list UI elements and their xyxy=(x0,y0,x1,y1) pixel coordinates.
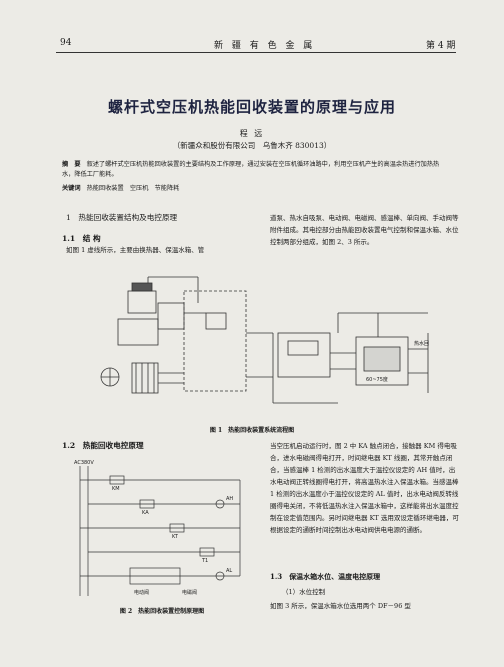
affiliation: （新疆众和股份有限公司 乌鲁木齐 830013） xyxy=(172,141,332,150)
section-1-1-heading: 1.1 结 构 xyxy=(62,234,101,243)
keywords-text: 热能回收装置 空压机 节能降耗 xyxy=(86,185,180,192)
figure-2-caption: 图 2 热能回收装置控制原理图 xyxy=(119,608,205,615)
author: 程 远 xyxy=(239,129,265,138)
figure-2-label-t1: T1 xyxy=(201,558,208,564)
figure-2-label-kt: KT xyxy=(172,534,179,540)
figure-2-label-km: KM xyxy=(112,486,120,492)
figure-1-caption: 图 1 热能回收装置系统流程图 xyxy=(209,427,295,434)
issue-number: 第 4 期 xyxy=(426,41,456,51)
figure-1-diagram: 热水回 60~75度 xyxy=(100,276,429,404)
paragraph-right-1: 道泵、热水自吸泵、电动阀、电磁阀、感温棒、单向阀、手动阀等附件组成。其电控部分由… xyxy=(270,214,459,246)
figure-1-label-return: 热水回 xyxy=(414,340,429,347)
abstract-text: 叙述了螺杆式空压机热能回收装置的主要结构及工作原理，通过安装在空压机循环油路中，… xyxy=(62,161,440,178)
figure-2-label-solenoid-valve: 电磁阀 xyxy=(182,589,197,596)
figure-1-label-temp: 60~75度 xyxy=(366,376,388,383)
header-rule xyxy=(56,52,456,53)
section-1-heading: 1 热能回收装置结构及电控原理 xyxy=(66,213,178,222)
figure-2-label-supply: AC380V xyxy=(74,460,94,466)
paragraph-left-1: 如图 1 虚线所示，主要由换热器、保温水箱、管 xyxy=(66,246,205,254)
figure-2-diagram: AC380V KM KA KT T1 AH AL 电动阀 电磁阀 xyxy=(74,460,241,596)
keywords: 关键词热能回收装置 空压机 节能降耗 xyxy=(62,183,448,192)
paper-title: 螺杆式空压机热能回收装置的原理与应用 xyxy=(107,98,396,116)
figure-2-label-ka: KA xyxy=(142,510,149,516)
paragraph-right-3: 如图 3 所示，保温水箱水位选用两个 DF－96 型 xyxy=(270,602,411,610)
abstract-label: 摘 要 xyxy=(62,161,81,168)
paragraph-right-2: 当空压机启动运行时，图 2 中 KA 触点闭合，接触器 KM 得电吸合，进水电磁… xyxy=(270,442,459,534)
section-1-2-heading: 1.2 热能回收电控原理 xyxy=(62,441,144,450)
journal-name: 新 疆 有 色 金 属 xyxy=(214,41,316,51)
section-1-3-heading: 1.3 保温水箱水位、温度电控原理 xyxy=(270,572,381,581)
page-number: 94 xyxy=(60,38,72,48)
keywords-label: 关键词 xyxy=(62,185,81,192)
figure-2-label-al: AL xyxy=(226,568,232,574)
abstract: 摘 要叙述了螺杆式空压机热能回收装置的主要结构及工作原理，通过安装在空压机循环油… xyxy=(62,160,448,180)
figure-2-label-ah: AH xyxy=(226,496,233,502)
figure-2-label-motor-valve: 电动阀 xyxy=(134,589,149,596)
subsection-water-level: （1）水位控制 xyxy=(282,588,326,596)
